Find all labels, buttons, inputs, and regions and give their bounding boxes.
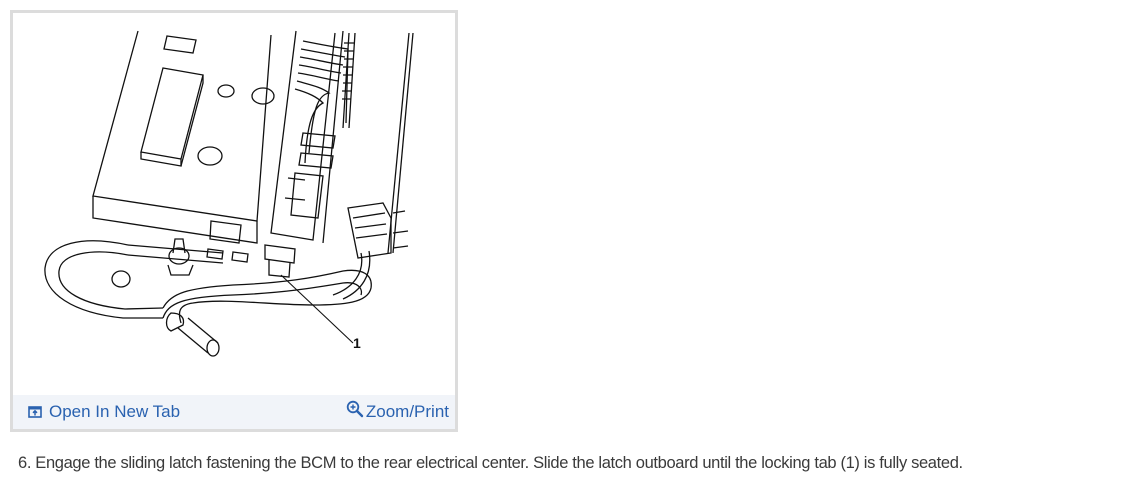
- open-in-new-tab-label: Open In New Tab: [49, 402, 181, 421]
- zoom-in-icon: [346, 400, 364, 418]
- open-in-new-tab-link[interactable]: Open In New Tab: [28, 402, 180, 422]
- step-instruction: 6. Engage the sliding latch fastening th…: [18, 454, 963, 472]
- open-new-tab-icon: [28, 406, 42, 418]
- figure-container: 1 Open In New Tab Zoom/Print: [10, 10, 458, 432]
- zoom-print-label: Zoom/Print: [365, 402, 449, 421]
- callout-label: 1: [353, 335, 361, 351]
- figure-caption-bar: Open In New Tab Zoom/Print: [13, 395, 455, 429]
- zoom-print-link[interactable]: Zoom/Print: [346, 400, 449, 422]
- bcm-illustration: [44, 30, 414, 357]
